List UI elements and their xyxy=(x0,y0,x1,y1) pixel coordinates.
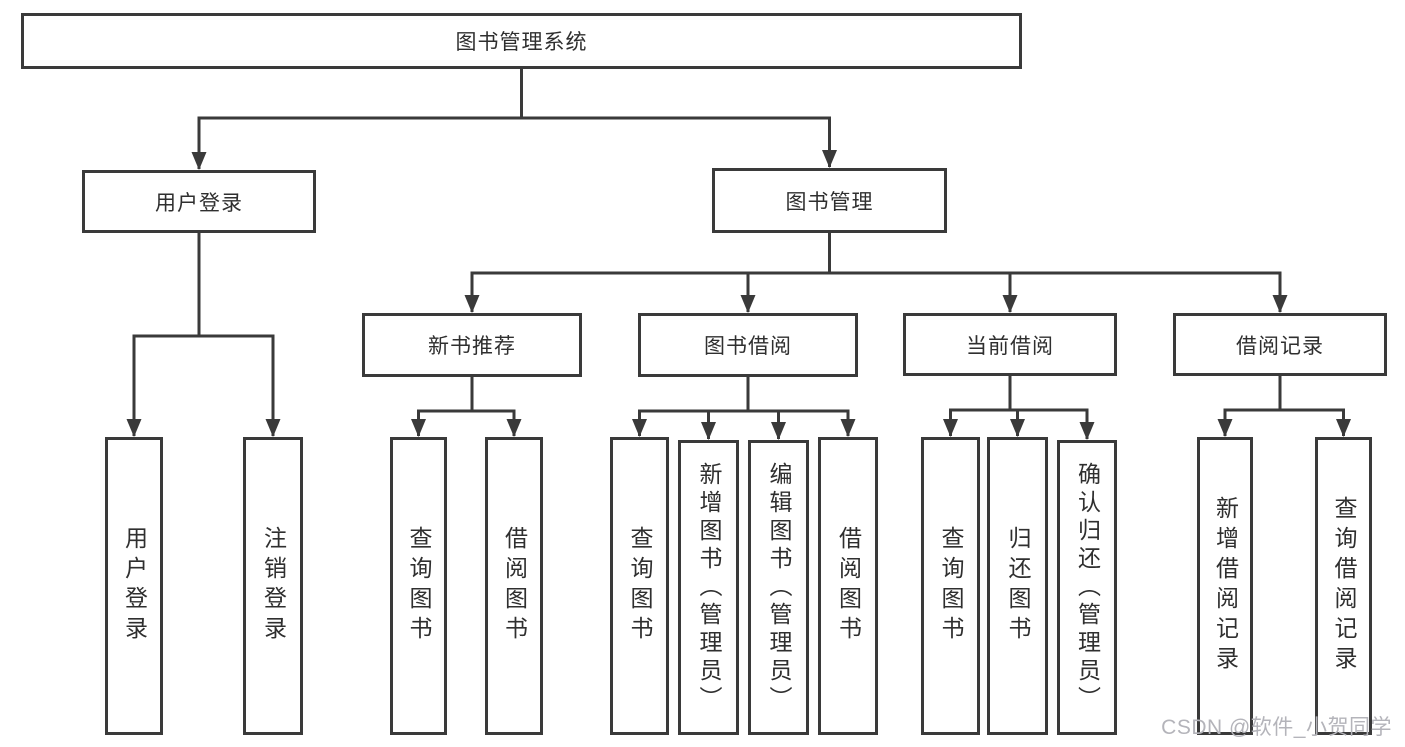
node-label: 查询图书 xyxy=(406,526,432,646)
node-label: 图书管理 xyxy=(785,190,874,214)
node-label: 借阅记录 xyxy=(1236,334,1324,358)
node-label: 当前借阅 xyxy=(966,334,1054,358)
node-label: 编辑图书（管理员） xyxy=(766,461,792,714)
node-label: 归还图书 xyxy=(1005,526,1031,646)
node-leaf-query-book-3: 查询图书 xyxy=(921,437,980,735)
node-label: 借阅图书 xyxy=(835,526,862,646)
node-label: 用户登录 xyxy=(155,191,243,215)
node-current-borrow: 当前借阅 xyxy=(903,313,1117,376)
connector-line xyxy=(472,233,1280,275)
node-label: 借阅图书 xyxy=(501,526,528,646)
connector-line xyxy=(639,377,848,413)
node-book-mgmt: 图书管理 xyxy=(712,168,947,233)
node-leaf-borrow-book-2: 借阅图书 xyxy=(818,437,878,735)
node-leaf-user-login: 用户登录 xyxy=(105,437,163,735)
node-leaf-query-record: 查询借阅记录 xyxy=(1315,437,1372,735)
connector-line xyxy=(418,377,514,413)
node-leaf-borrow-book-1: 借阅图书 xyxy=(485,437,543,735)
node-leaf-query-book-2: 查询图书 xyxy=(610,437,669,735)
node-label: 新增借阅记录 xyxy=(1212,496,1239,676)
node-label: 查询图书 xyxy=(938,526,964,646)
watermark: CSDN @软件_小贺同学 xyxy=(1161,716,1392,739)
node-label: 新书推荐 xyxy=(428,335,516,358)
node-label: 确认归还（管理员） xyxy=(1074,461,1101,714)
connector-line xyxy=(199,69,830,120)
node-label: 新增图书（管理员） xyxy=(696,461,722,714)
node-label: 查询借阅记录 xyxy=(1331,496,1357,676)
node-leaf-return-book: 归还图书 xyxy=(987,437,1048,735)
connector-line xyxy=(134,233,273,338)
node-root: 图书管理系统 xyxy=(21,13,1022,69)
node-label: 图书管理系统 xyxy=(455,31,588,54)
node-leaf-add-book: 新增图书（管理员） xyxy=(678,440,739,735)
node-user-login: 用户登录 xyxy=(82,170,316,233)
node-leaf-query-book-1: 查询图书 xyxy=(390,437,447,735)
node-label: 查询图书 xyxy=(627,526,653,646)
connector-line xyxy=(1225,376,1344,412)
connector-line xyxy=(950,376,1087,412)
node-leaf-confirm-return: 确认归还（管理员） xyxy=(1057,440,1117,735)
node-label: 图书借阅 xyxy=(704,335,792,358)
node-label: 用户登录 xyxy=(121,526,148,646)
node-label: 注销登录 xyxy=(260,526,287,646)
node-leaf-edit-book: 编辑图书（管理员） xyxy=(748,440,809,735)
node-book-borrow: 图书借阅 xyxy=(638,313,858,377)
node-borrow-record: 借阅记录 xyxy=(1173,313,1387,376)
node-new-book-rec: 新书推荐 xyxy=(362,313,582,377)
node-leaf-add-record: 新增借阅记录 xyxy=(1197,437,1253,735)
node-leaf-logout: 注销登录 xyxy=(243,437,303,735)
